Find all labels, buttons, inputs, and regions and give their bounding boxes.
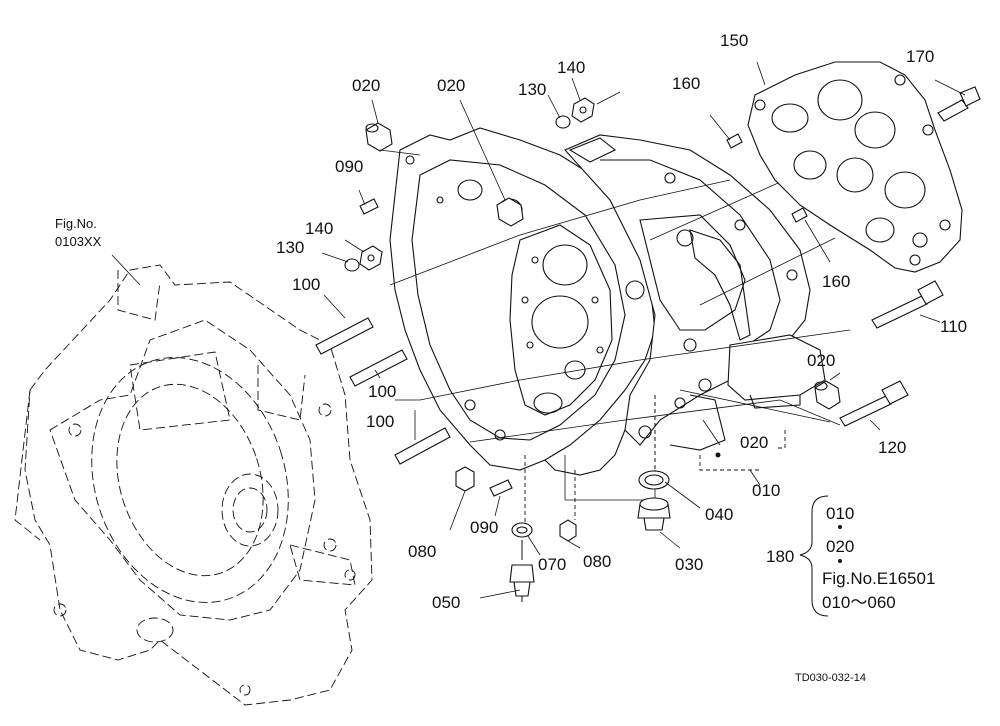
- label-020-right: 020: [807, 351, 835, 370]
- oring-040: [638, 470, 670, 490]
- pin-160-top: [726, 133, 743, 149]
- label-100-middle: 100: [368, 382, 396, 401]
- reference-flywheel-housing: [14, 264, 373, 706]
- label-100-bottom: 100: [366, 412, 394, 431]
- nut-140-left: [359, 245, 383, 271]
- label-080-left: 080: [408, 542, 436, 561]
- label-140-left: 140: [305, 219, 333, 238]
- construction-lines: [389, 159, 851, 525]
- label-070: 070: [538, 555, 566, 574]
- bush-020-top-left: [365, 122, 393, 152]
- kit-180-brace: [799, 495, 842, 617]
- fig-ref-line1: Fig.No.: [55, 216, 97, 231]
- label-160-top: 160: [672, 74, 700, 93]
- assembly-010-bracket: [699, 430, 786, 486]
- nut-140-top: [571, 97, 595, 123]
- stud-100-middle: [349, 349, 408, 387]
- kit-line-range: 010～060: [822, 593, 896, 612]
- washer-130-left: [344, 258, 360, 272]
- leader-lines: [321, 61, 966, 599]
- label-170: 170: [906, 47, 934, 66]
- label-020-top-left: 020: [352, 76, 380, 95]
- pin-160-right: [791, 207, 808, 223]
- bolt-170: [937, 86, 981, 122]
- pin-090-bottom: [489, 479, 513, 497]
- fig-ref-line2: 0103XX: [55, 234, 102, 249]
- kit-line-fig: Fig.No.E16501: [822, 569, 935, 588]
- washer-070: [511, 522, 533, 538]
- plug-080-right: [559, 519, 577, 542]
- drain-plug-030: [637, 497, 671, 531]
- label-160-right: 160: [822, 272, 850, 291]
- bush-020-center: [496, 197, 524, 227]
- kit-line-010: 010: [826, 504, 854, 523]
- label-090-bottom: 090: [470, 518, 498, 537]
- kit-line-020: 020: [826, 537, 854, 556]
- label-010: 010: [752, 481, 780, 500]
- drawing-code: TD030-032-14: [795, 672, 866, 684]
- stud-100-bottom: [394, 427, 451, 465]
- label-040: 040: [705, 505, 733, 524]
- plug-080-left: [455, 466, 475, 492]
- label-030: 030: [675, 555, 703, 574]
- label-130-top: 130: [518, 80, 546, 99]
- pin-090-top: [359, 198, 379, 215]
- label-140-top: 140: [557, 58, 585, 77]
- washer-130-top: [555, 115, 571, 129]
- label-020-bracket: 020: [740, 433, 768, 452]
- fig-ref-leader: [111, 254, 141, 286]
- label-080-right: 080: [583, 552, 611, 571]
- side-cover-150: [747, 61, 963, 273]
- label-100-top: 100: [292, 275, 320, 294]
- bush-020-right: [814, 380, 841, 410]
- bolt-110: [871, 280, 944, 329]
- bolt-120: [839, 380, 909, 427]
- switch-050: [509, 540, 535, 602]
- label-050: 050: [432, 593, 460, 612]
- kit-number-180: 180: [766, 547, 794, 566]
- label-120: 120: [878, 438, 906, 457]
- label-150: 150: [720, 31, 748, 50]
- label-020-center: 020: [437, 76, 465, 95]
- label-090-top: 090: [335, 157, 363, 176]
- transmission-case: [389, 127, 826, 476]
- stud-100-top: [315, 317, 374, 355]
- label-130-left: 130: [276, 238, 304, 257]
- label-110: 110: [940, 317, 967, 336]
